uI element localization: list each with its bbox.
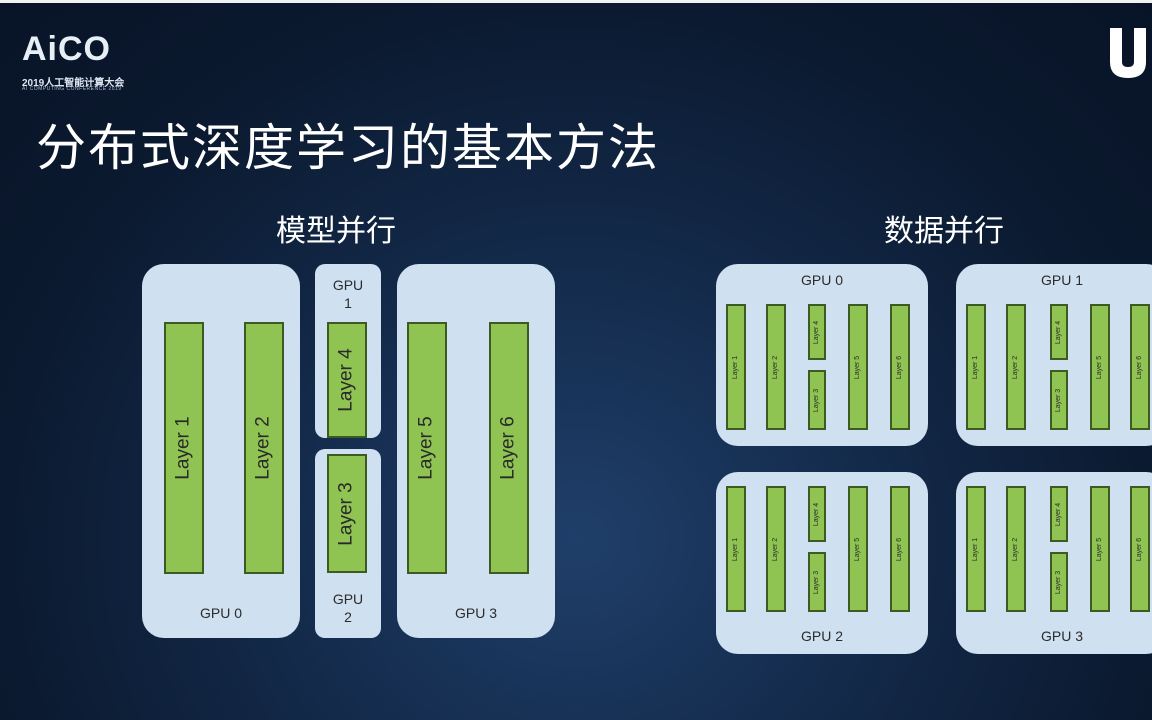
logo-text: AiCO	[22, 30, 111, 68]
conference-logo: AiCO 2019人工智能计算大会 AI COMPUTING CONFERENC…	[22, 30, 142, 92]
dp-gpu0-layer-6: Layer 6	[890, 304, 910, 430]
mp-layer-2: Layer 2	[244, 322, 284, 574]
dp-gpu3-layer-4: Layer 4	[1050, 486, 1068, 542]
dp-gpu2-layer-3: Layer 3	[808, 552, 826, 612]
mp-layer-6: Layer 6	[489, 322, 529, 574]
dp-gpu0-layer-1: Layer 1	[726, 304, 746, 430]
logo-subtitle: 2019人工智能计算大会	[22, 78, 125, 89]
mp-gpu1-label-line2: 1	[344, 295, 352, 311]
dp-gpu1-layer-2: Layer 2	[1006, 304, 1026, 430]
dp-gpu3-layer-5: Layer 5	[1090, 486, 1110, 612]
mp-gpu2-box: Layer 3 GPU 2	[315, 449, 381, 638]
dp-gpu1-layer-1: Layer 1	[966, 304, 986, 430]
dp-gpu0-layer-3: Layer 3	[808, 370, 826, 430]
mp-layer-5: Layer 5	[407, 322, 447, 574]
page-title: 分布式深度学习的基本方法	[36, 119, 660, 177]
mp-gpu2-label-line2: 2	[344, 609, 352, 625]
dp-gpu1-layer-5: Layer 5	[1090, 304, 1110, 430]
mp-gpu3-box: Layer 5 Layer 6 GPU 3	[397, 264, 555, 638]
dp-gpu0-label: GPU 0	[800, 272, 843, 288]
dp-gpu1-box: GPU 1 Layer 1 Layer 2 Layer 4 Layer 3 La…	[956, 264, 1152, 446]
dp-gpu3-box: Layer 1 Layer 2 Layer 4 Layer 3 Layer 5 …	[956, 472, 1152, 654]
dp-gpu0-layer-2: Layer 2	[766, 304, 786, 430]
mp-layer-3: Layer 3	[327, 454, 367, 573]
dp-gpu2-layer-4: Layer 4	[808, 486, 826, 542]
dp-gpu1-layer-4: Layer 4	[1050, 304, 1068, 360]
model-parallel-heading: 模型并行	[276, 214, 396, 249]
dp-gpu3-layer-6: Layer 6	[1130, 486, 1150, 612]
mp-gpu0-label: GPU 0	[199, 605, 242, 621]
dp-gpu3-label: GPU 3	[1040, 628, 1083, 644]
dp-gpu1-layer-3: Layer 3	[1050, 370, 1068, 430]
dp-gpu0-box: GPU 0 Layer 1 Layer 2 Layer 4 Layer 3 La…	[716, 264, 928, 446]
top-border	[0, 0, 1152, 3]
mp-gpu1-label-line1: GPU	[332, 277, 364, 293]
mp-gpu1-box: GPU 1 Layer 4	[315, 264, 381, 438]
logo-subtitle-en: AI COMPUTING CONFERENCE 2019	[22, 86, 122, 92]
dp-gpu0-layer-4: Layer 4	[808, 304, 826, 360]
dp-gpu1-layer-6: Layer 6	[1130, 304, 1150, 430]
dp-gpu2-layer-5: Layer 5	[848, 486, 868, 612]
dp-gpu3-layer-3: Layer 3	[1050, 552, 1068, 612]
dp-gpu3-layer-1: Layer 1	[966, 486, 986, 612]
mp-gpu2-label-line1: GPU	[332, 591, 364, 607]
dp-gpu2-layer-2: Layer 2	[766, 486, 786, 612]
mp-layer-1: Layer 1	[164, 322, 204, 574]
mp-layer-4: Layer 4	[327, 322, 367, 438]
dp-gpu2-layer-6: Layer 6	[890, 486, 910, 612]
corner-brand-icon	[1110, 28, 1146, 78]
mp-gpu0-box: Layer 1 Layer 2 GPU 0	[142, 264, 300, 638]
dp-gpu0-layer-5: Layer 5	[848, 304, 868, 430]
dp-gpu2-layer-1: Layer 1	[726, 486, 746, 612]
dp-gpu1-label: GPU 1	[1040, 272, 1083, 288]
dp-gpu2-box: Layer 1 Layer 2 Layer 4 Layer 3 Layer 5 …	[716, 472, 928, 654]
mp-gpu3-label: GPU 3	[454, 605, 497, 621]
dp-gpu3-layer-2: Layer 2	[1006, 486, 1026, 612]
dp-gpu2-label: GPU 2	[800, 628, 843, 644]
data-parallel-heading: 数据并行	[884, 214, 1004, 249]
